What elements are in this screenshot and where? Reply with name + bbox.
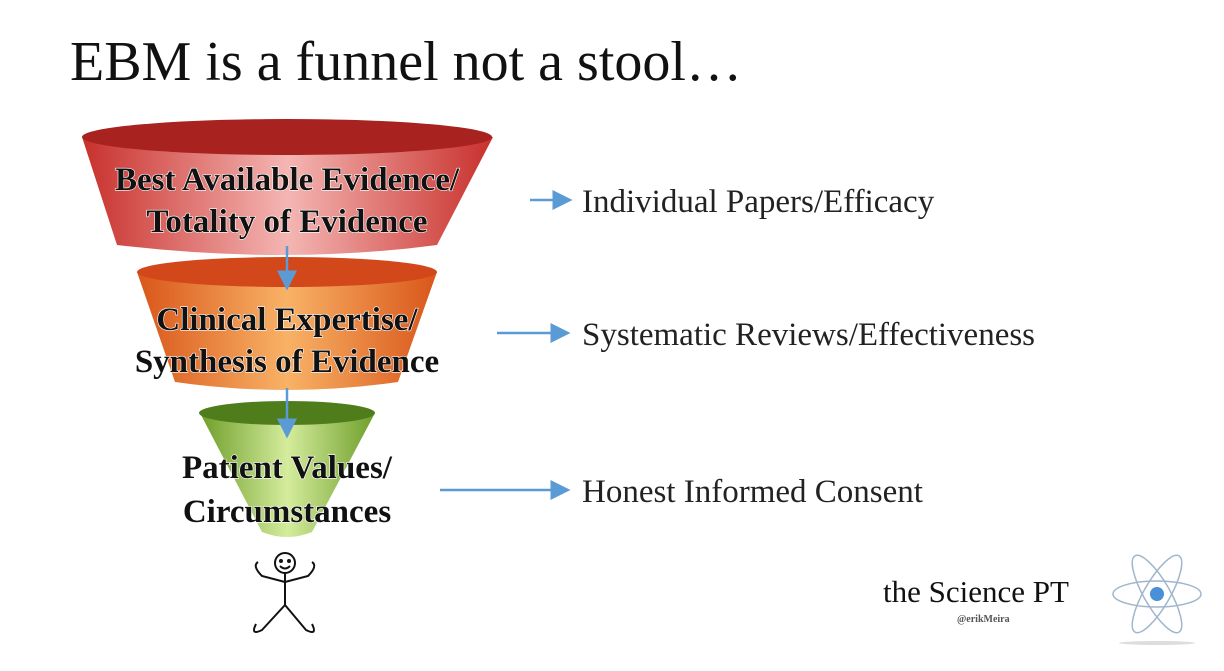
stick-figure-icon bbox=[253, 552, 316, 633]
tier-3-line-1: Patient Values/ bbox=[182, 450, 393, 486]
atom-logo-icon bbox=[1112, 554, 1202, 645]
outcome-3: Honest Informed Consent bbox=[582, 474, 923, 510]
outcome-1: Individual Papers/Efficacy bbox=[582, 184, 935, 220]
funnel-tier-evidence: Best Available Evidence/ Totality of Evi… bbox=[82, 119, 493, 255]
tier-1-line-1: Best Available Evidence/ bbox=[115, 162, 460, 198]
tier-3-line-2: Circumstances bbox=[183, 494, 392, 530]
tier-2-line-2: Synthesis of Evidence bbox=[135, 344, 439, 380]
brand-name: the Science PT bbox=[883, 574, 1069, 609]
tier-2-line-1: Clinical Expertise/ bbox=[156, 302, 418, 338]
slide-title: EBM is a funnel not a stool… bbox=[70, 31, 742, 93]
funnel-tier-expertise: Clinical Expertise/ Synthesis of Evidenc… bbox=[134, 257, 440, 390]
tier-1-line-2: Totality of Evidence bbox=[146, 204, 427, 240]
brand-handle: @erikMeira bbox=[957, 614, 1010, 625]
outcome-2: Systematic Reviews/Effectiveness bbox=[582, 317, 1035, 353]
funnel-tier-patient: Patient Values/ Circumstances bbox=[181, 401, 393, 537]
